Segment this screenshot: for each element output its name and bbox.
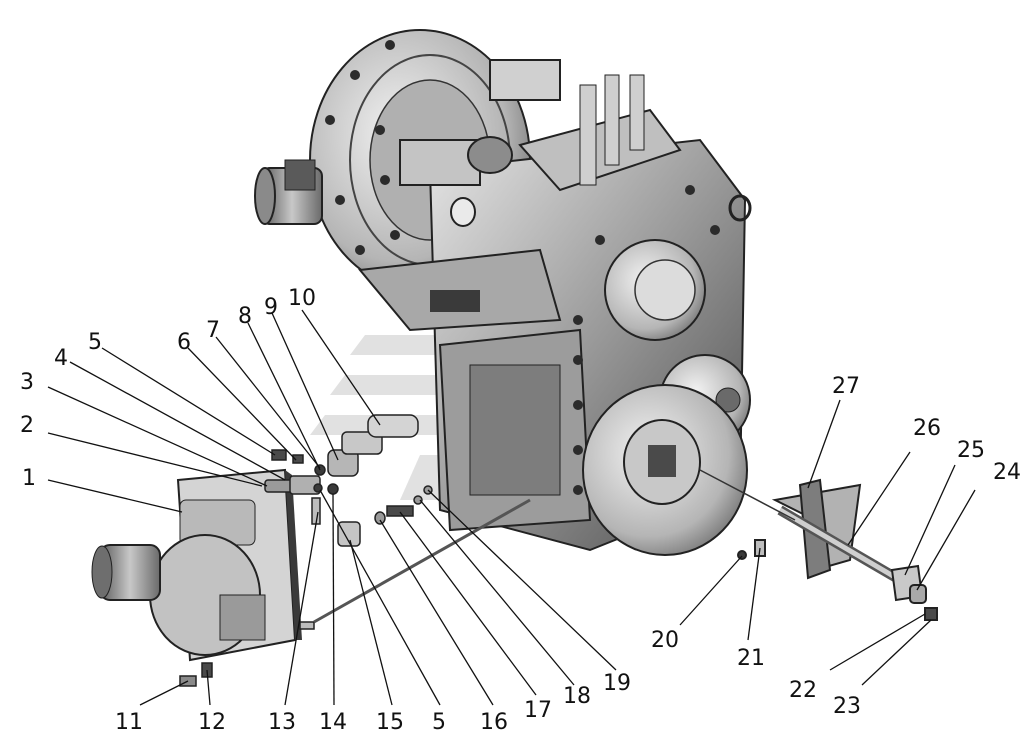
callout-8: 8	[238, 304, 252, 329]
callout-22: 22	[789, 678, 817, 703]
callout-6: 6	[177, 330, 191, 355]
callout-3: 3	[20, 370, 34, 395]
pto-cover-assembly	[91, 468, 302, 662]
shift-fork-assembly	[699, 469, 938, 621]
callout-21: 21	[737, 646, 765, 671]
callout-9: 9	[264, 295, 278, 320]
callout-19: 19	[603, 671, 631, 696]
callout-23: 23	[833, 694, 861, 719]
callout-17: 17	[524, 698, 552, 723]
callout-5-lower: 5	[432, 710, 446, 735]
callout-7: 7	[206, 318, 220, 343]
callout-26: 26	[913, 416, 941, 441]
side-cover	[604, 239, 706, 341]
callout-11: 11	[115, 710, 143, 735]
input-shaft-housing	[254, 159, 323, 225]
callout-15: 15	[376, 710, 404, 735]
output-flange-disc	[582, 384, 748, 556]
callout-2: 2	[20, 413, 34, 438]
callout-16: 16	[480, 710, 508, 735]
leader-lines	[47, 309, 976, 706]
callout-14: 14	[319, 710, 347, 735]
callout-12: 12	[198, 710, 226, 735]
callout-18: 18	[563, 684, 591, 709]
callout-1: 1	[22, 466, 36, 491]
callout-13: 13	[268, 710, 296, 735]
callout-20: 20	[651, 628, 679, 653]
small-hardware	[179, 414, 531, 687]
callout-10: 10	[288, 286, 316, 311]
callout-27: 27	[832, 374, 860, 399]
callout-5: 5	[88, 330, 102, 355]
callout-4: 4	[54, 346, 68, 371]
callout-24: 24	[993, 460, 1021, 485]
callout-25: 25	[957, 438, 985, 463]
